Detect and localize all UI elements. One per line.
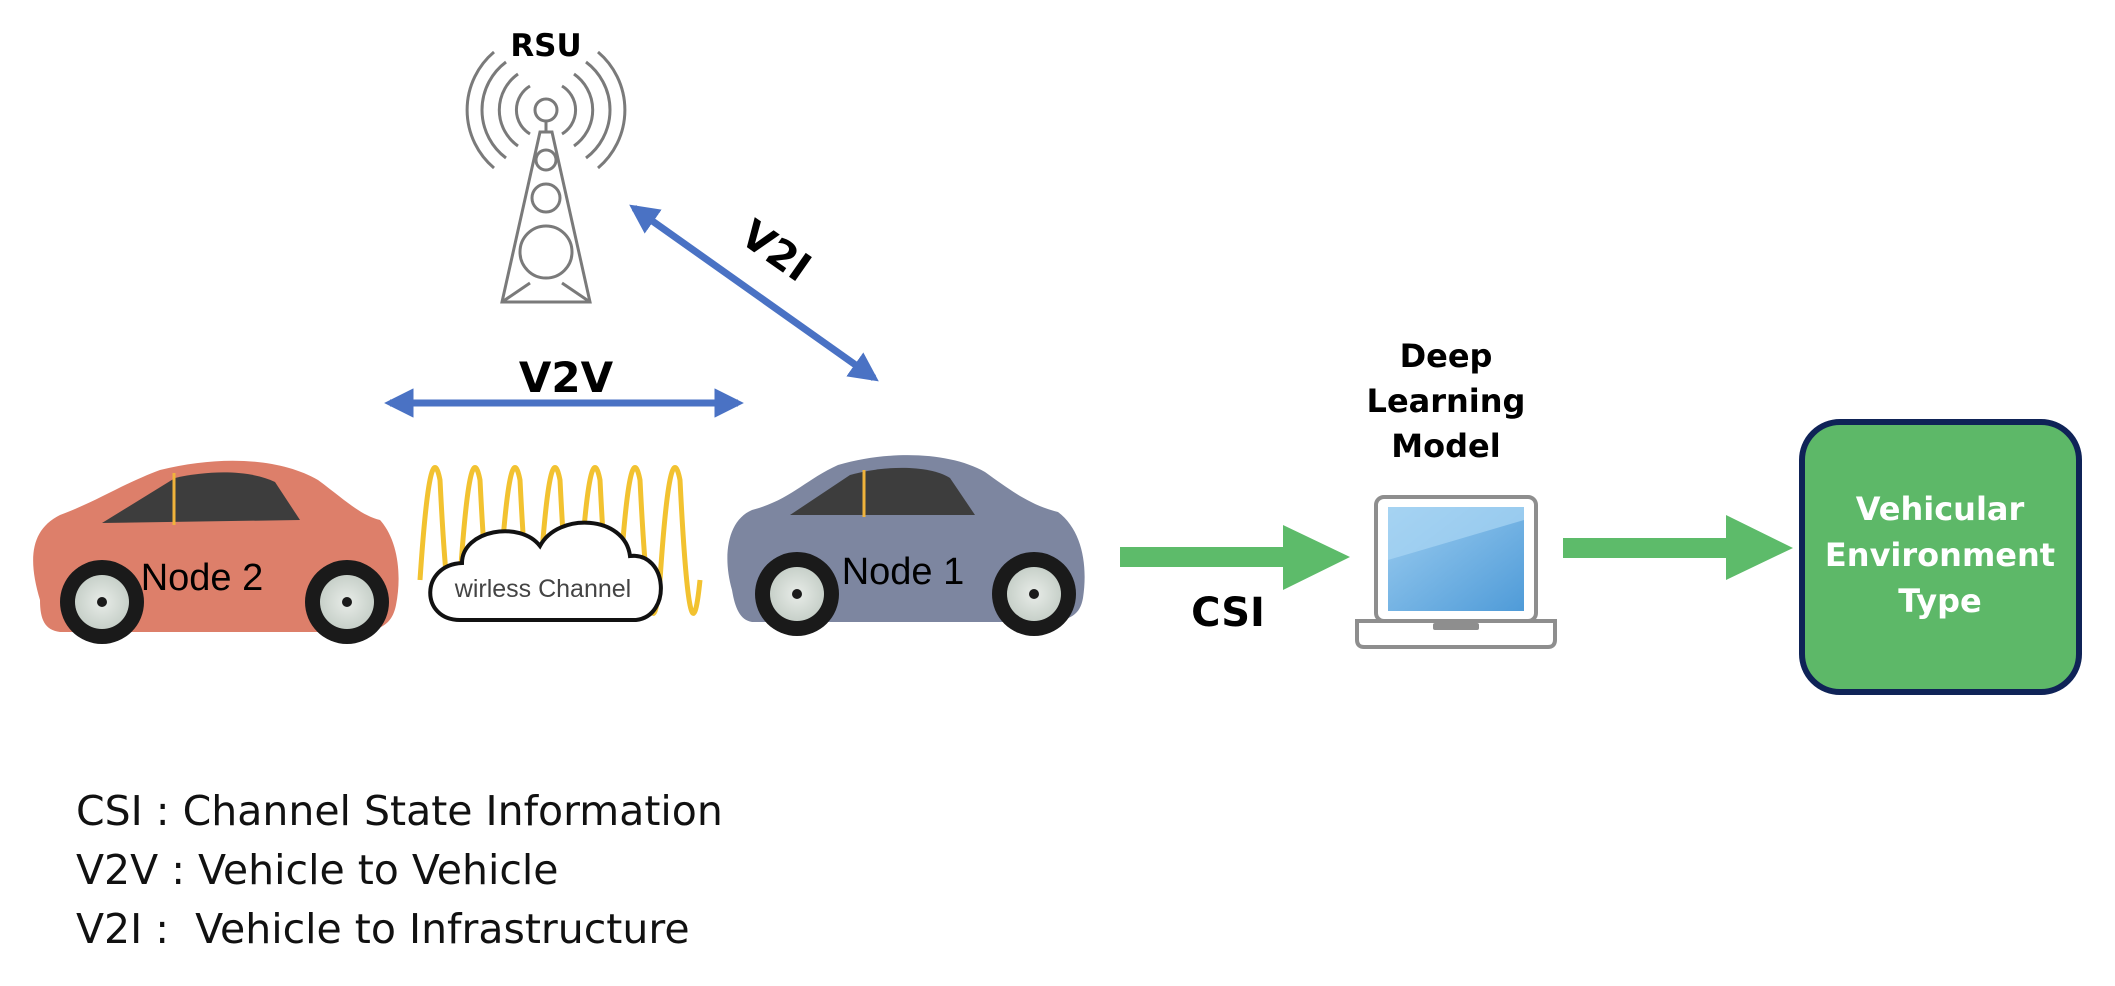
v2v-link: V2V <box>384 353 744 418</box>
legend-item-csi: CSI : Channel State Information <box>76 787 723 835</box>
v2i-label: V2I <box>732 211 819 291</box>
rsu-tower-icon: RSU <box>465 28 627 304</box>
model-label-line2: Learning <box>1367 382 1526 420</box>
model-label-line1: Deep <box>1400 337 1493 375</box>
car-icon: Node 1 <box>727 455 1085 636</box>
cloud-icon: wirless Channel <box>428 520 663 622</box>
laptop-icon <box>1355 495 1557 649</box>
car-icon: Node 2 <box>33 460 399 644</box>
output-label-line2: Environment <box>1825 536 2055 574</box>
rsu-label: RSU <box>510 28 581 64</box>
model-label-line3: Model <box>1391 427 1500 465</box>
legend-item-v2i: V2I : Vehicle to Infrastructure <box>76 905 690 953</box>
node1-label: Node 1 <box>842 551 965 593</box>
vehicular-environment-type-box: Vehicular Environment Type <box>1799 419 2082 695</box>
csi-arrow <box>1120 525 1350 590</box>
csi-flow: CSI <box>1120 525 1350 636</box>
v2i-link: V2I <box>629 204 879 382</box>
legend-item-v2v: V2V : Vehicle to Vehicle <box>76 846 559 894</box>
output-label-line1: Vehicular <box>1856 490 2025 528</box>
v2i-arrow <box>629 204 879 382</box>
channel-label: wirless Channel <box>454 575 631 603</box>
output-arrow <box>1563 515 1793 580</box>
legend: CSI : Channel State Information V2V : Ve… <box>76 782 723 959</box>
node2-label: Node 2 <box>141 557 264 599</box>
v2v-label: V2V <box>519 353 614 402</box>
deep-learning-model: Deep Learning Model <box>1355 337 1557 649</box>
csi-label: CSI <box>1191 590 1265 636</box>
output-label-line3: Type <box>1898 582 1982 620</box>
